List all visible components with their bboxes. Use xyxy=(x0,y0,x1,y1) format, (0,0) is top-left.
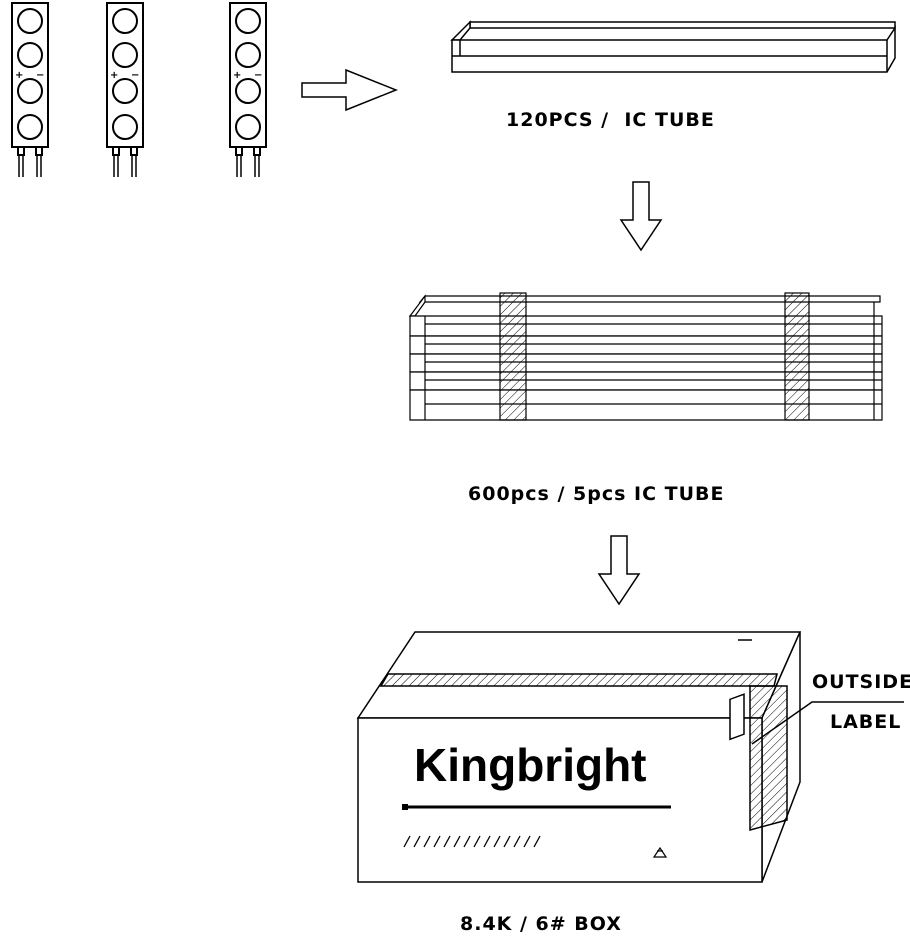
arrow-right-icon xyxy=(301,68,399,112)
led-bar-1 xyxy=(11,2,49,178)
label-leader-line xyxy=(751,701,904,745)
outside-label-line1: OUTSIDE xyxy=(812,671,910,693)
shipping-box xyxy=(356,631,802,883)
tube-bundle-label: 600pcs / 5pcs IC TUBE xyxy=(468,483,725,505)
arrow-down-icon xyxy=(619,181,663,252)
box-label: 8.4K / 6# BOX xyxy=(460,913,622,935)
recycle-icon xyxy=(652,846,668,858)
ic-tube-label: 120PCS / IC TUBE xyxy=(506,109,715,131)
brand-logo: Kingbright xyxy=(414,739,647,791)
barcode-hatch xyxy=(403,835,541,848)
led-bar-3 xyxy=(229,2,267,178)
outside-label-line2: LABEL xyxy=(830,711,901,733)
ic-tube xyxy=(450,20,896,73)
arrow-down-icon xyxy=(597,535,641,606)
stripe-end xyxy=(402,804,408,810)
tube-bundle xyxy=(408,292,883,421)
led-bar-2 xyxy=(106,2,144,178)
